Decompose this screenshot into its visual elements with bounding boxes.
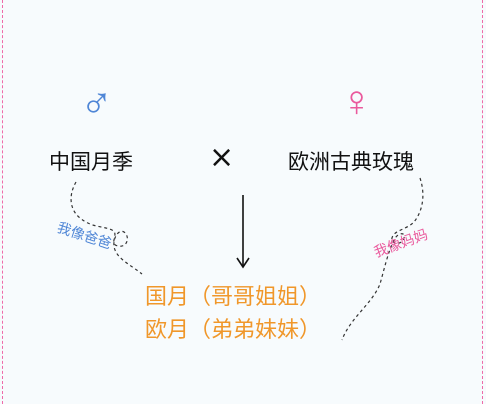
parent-left-name: 中国月季 [49, 150, 133, 174]
right-dashed-border [482, 0, 483, 404]
left-dashed-border [2, 0, 3, 404]
female-symbol-icon: ♀ [340, 76, 373, 127]
right-dashed-squiggle [341, 177, 424, 341]
offspring-line-1: 国月（哥哥姐姐） [145, 285, 322, 310]
down-arrow-head [236, 257, 250, 269]
cross-symbol-icon: × [209, 140, 235, 175]
offspring-line-2: 欧月（弟弟妹妹） [145, 318, 322, 343]
male-symbol-icon: ♂ [80, 78, 113, 129]
parent-right-name: 欧洲古典玫瑰 [288, 150, 414, 174]
